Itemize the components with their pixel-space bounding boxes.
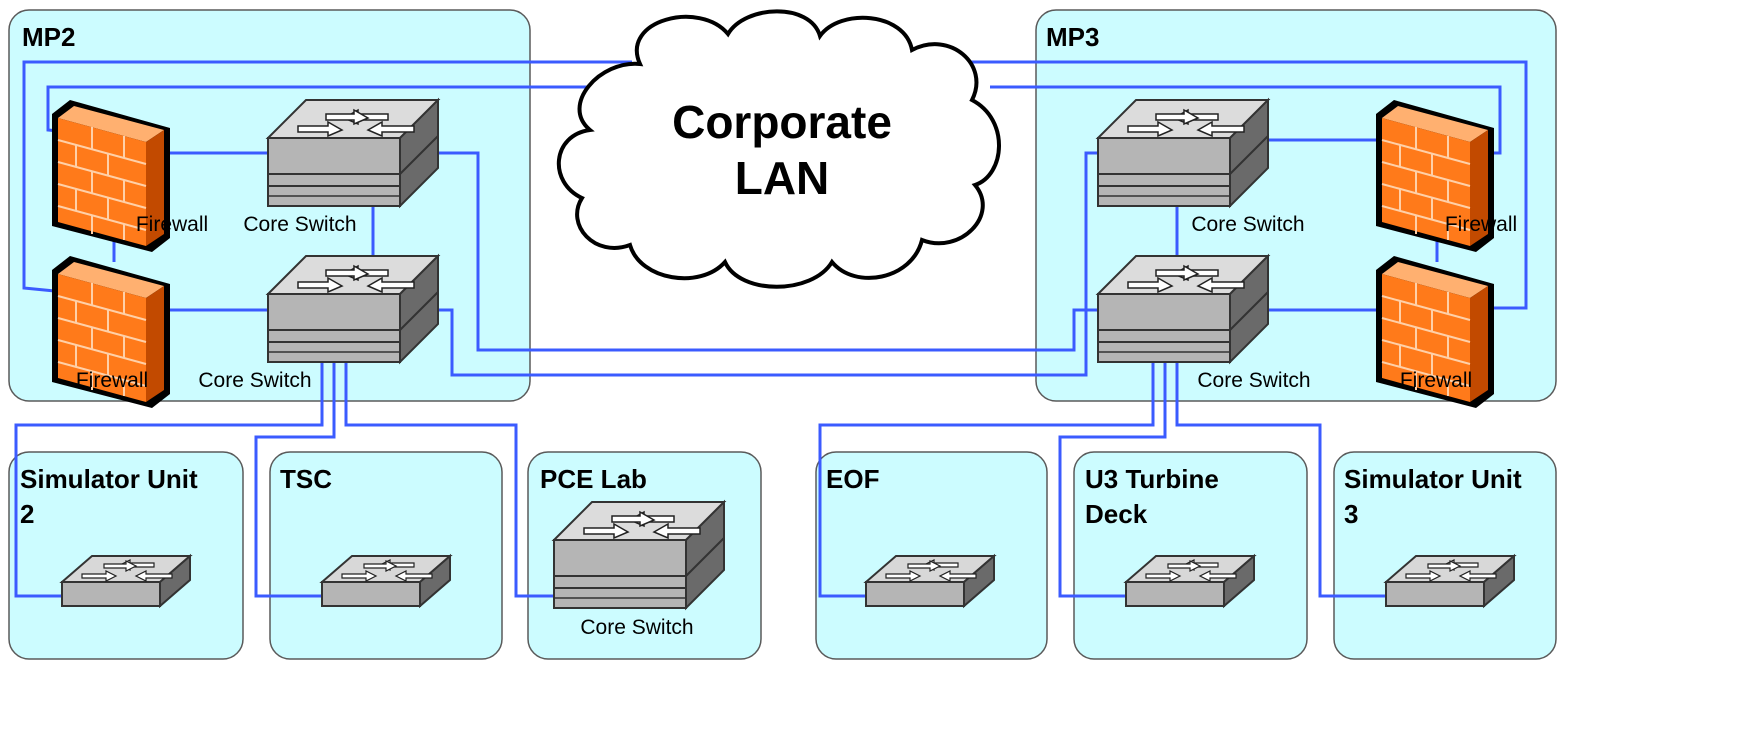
mp3-core-switch-bottom-label: Core Switch bbox=[1197, 369, 1310, 392]
mp2-core-switch-bottom-label: Core Switch bbox=[198, 369, 311, 392]
mp3-firewall-bottom-label: Firewall bbox=[1400, 369, 1472, 392]
zone-title-mp2: MP2 bbox=[22, 22, 75, 52]
core-switch-icon bbox=[267, 255, 439, 363]
mp2-firewall-top-label: Firewall bbox=[136, 213, 208, 236]
zone-title-u3-turbine-deck-line1: U3 Turbine bbox=[1085, 464, 1219, 494]
pce-core-switch-label: Core Switch bbox=[580, 616, 693, 639]
zone-title-simulator-unit-2-line2: 2 bbox=[20, 499, 34, 529]
core-switch-icon bbox=[1097, 99, 1269, 207]
mp3-firewall-top-label: Firewall bbox=[1445, 213, 1517, 236]
cloud-label-line2: LAN bbox=[735, 152, 830, 204]
zone-title-pce-lab: PCE Lab bbox=[540, 464, 647, 494]
mp3-core-switch-top-label: Core Switch bbox=[1191, 213, 1304, 236]
core-switch-icon bbox=[553, 501, 725, 609]
network-links bbox=[14, 60, 1528, 598]
mp2-firewall-bottom-label: Firewall bbox=[76, 369, 148, 392]
mp2-core-switch-top-label: Core Switch bbox=[243, 213, 356, 236]
zone-title-simulator-unit-3-line1: Simulator Unit bbox=[1344, 464, 1522, 494]
zone-title-simulator-unit-2-line1: Simulator Unit bbox=[20, 464, 198, 494]
cloud-icon bbox=[557, 9, 1001, 289]
cloud-label-line1: Corporate bbox=[672, 96, 892, 148]
core-switch-icon bbox=[1097, 255, 1269, 363]
zone-title-u3-turbine-deck-line2: Deck bbox=[1085, 499, 1148, 529]
zone-title-simulator-unit-3-line2: 3 bbox=[1344, 499, 1358, 529]
zone-title-tsc: TSC bbox=[280, 464, 332, 494]
zone-title-mp3: MP3 bbox=[1046, 22, 1099, 52]
core-switch-icon bbox=[267, 99, 439, 207]
zone-title-eof: EOF bbox=[826, 464, 879, 494]
